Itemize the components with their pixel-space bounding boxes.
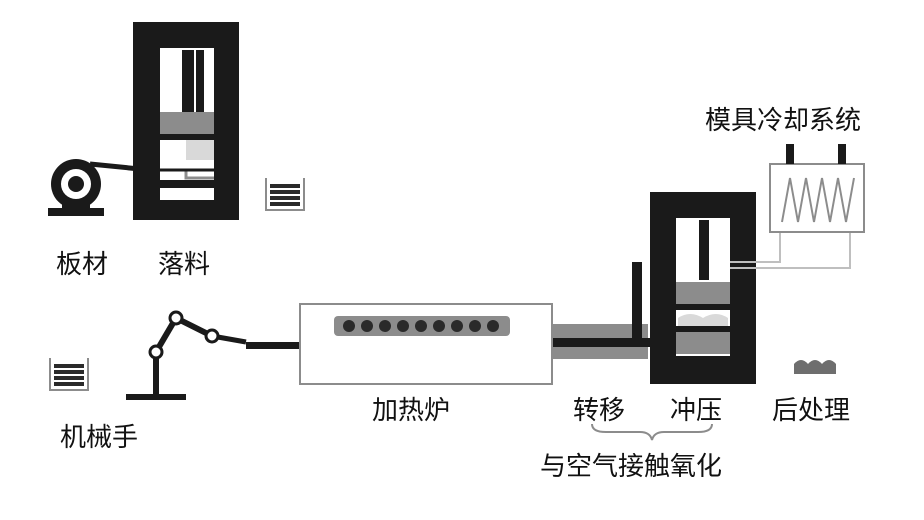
cooling-pipes: [730, 232, 851, 269]
formed-part-icon: [794, 360, 836, 374]
furnace-icon: [299, 303, 553, 385]
label-post-treatment: 后处理: [772, 396, 851, 426]
coil-icon: [48, 159, 151, 216]
blank-stack-icon: [265, 178, 305, 211]
label-transfer: 转移: [573, 396, 626, 426]
label-air-contact: 与空气接触氧化: [540, 452, 723, 482]
label-stamping: 冲压: [670, 396, 723, 426]
label-plate: 板材: [56, 250, 109, 280]
blank-stack-icon: [49, 358, 89, 391]
label-blanking: 落料: [158, 250, 211, 280]
blanking-press-icon: [133, 22, 239, 220]
brace: [591, 423, 713, 441]
label-robot-arm: 机械手: [60, 423, 139, 453]
label-furnace: 加热炉: [372, 396, 451, 426]
label-die-cooling: 模具冷却系统: [705, 106, 862, 136]
cooling-unit-icon: [769, 144, 865, 233]
hot-press-icon: [632, 192, 756, 384]
robot-arm-icon: [126, 310, 247, 400]
